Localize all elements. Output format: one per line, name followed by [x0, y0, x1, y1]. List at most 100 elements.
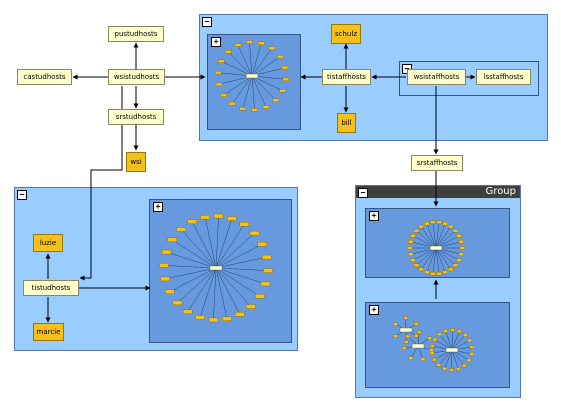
tistud-cluster-leaf [235, 312, 245, 317]
expand-toggle[interactable]: + [369, 211, 379, 221]
group-bottom-cluster-c-leaf [420, 357, 426, 361]
tistud-cluster-edge [215, 267, 260, 297]
node-tistudhosts[interactable]: tistudhosts [23, 280, 79, 296]
group-bottom-cluster-a-leaf [450, 328, 455, 332]
tistud-cluster-edge [164, 265, 217, 269]
group-top-cluster-edge [421, 247, 437, 270]
tistud-cluster-leaf [246, 304, 256, 309]
tistaff-cluster-leaf [282, 77, 290, 82]
node-luzie[interactable]: luzie [33, 234, 63, 252]
node-pustudhosts[interactable]: pustudhosts [108, 26, 164, 42]
group-top-cluster-leaf [418, 267, 424, 272]
group-top-cluster-leaf [424, 221, 430, 226]
tistud-cluster-edge [215, 256, 267, 269]
group-top-cluster-leaf [430, 220, 436, 224]
node-wsistaffhosts[interactable]: wsistaffhosts [407, 69, 466, 85]
group-bottom-cluster-b-leaf [393, 322, 398, 326]
group-title: Group [356, 186, 520, 198]
group-top-cluster-edge [435, 226, 451, 249]
node-srstudhosts[interactable]: srstudhosts [108, 109, 164, 125]
node-srstaffhosts[interactable]: srstaffhosts [411, 155, 463, 171]
node-lsstaffhosts[interactable]: lsstaffhosts [476, 69, 531, 85]
tistaff-cluster-edge [221, 61, 253, 77]
group-top-cluster-leaf [407, 246, 413, 250]
group-top-cluster-edge [435, 223, 446, 249]
node-bill[interactable]: bill [337, 113, 356, 133]
group-bottom-cluster-a-leaf [437, 332, 442, 337]
tistud-cluster-leaf [263, 268, 273, 273]
collapse-toggle[interactable]: − [358, 188, 368, 198]
tistud-cluster-edge [215, 267, 268, 271]
group-cluster-bottom[interactable]: + [365, 302, 510, 388]
node-wsi[interactable]: wsi [126, 152, 146, 172]
tistud-cluster-leaf [167, 237, 178, 242]
node-wsistudhosts[interactable]: wsistudhosts [108, 69, 165, 85]
tistud-cluster-leaf [200, 214, 210, 220]
tistud-cluster-edge [215, 267, 252, 307]
group-top-cluster-leaf [436, 220, 442, 224]
node-marcie[interactable]: marcie [33, 323, 64, 341]
group-bottom-cluster-a-leaf [469, 352, 474, 356]
tistud-cluster-edge [213, 267, 217, 320]
group-bottom-cluster-c-leaf [401, 346, 407, 350]
group-bottom-cluster-b-hub [399, 327, 413, 333]
group-bottom-cluster-b-leaf [414, 334, 419, 338]
tistud-cluster-edge [180, 229, 217, 269]
tistaff-cluster-leaf [228, 101, 236, 106]
group-bottom-cluster-a-hub [445, 347, 459, 353]
group-bottom-cluster-a-edge [445, 330, 453, 351]
group-bottom-cluster-a-leaf [463, 333, 468, 337]
tistud-cluster-edge [215, 218, 233, 269]
group-bottom-cluster-a-leaf [430, 351, 435, 355]
group-bottom-cluster-a-edge [451, 349, 453, 370]
group-bottom-cluster-c-hub [411, 343, 425, 349]
node-tistaffhosts[interactable]: tistaffhosts [322, 69, 371, 85]
tistud-cluster-edge [204, 217, 217, 269]
group-bottom-cluster-c-leaf [408, 356, 414, 360]
node-schulz[interactable]: schulz [331, 24, 361, 44]
collapse-toggle[interactable]: − [17, 190, 27, 200]
group-bottom-cluster-b-leaf [393, 334, 398, 338]
expand-toggle[interactable]: + [211, 37, 221, 47]
tistud-cluster-edge [215, 267, 266, 285]
tistud-cluster-edge [172, 239, 217, 269]
group-bottom-cluster-b-leaf [404, 340, 409, 344]
expand-toggle[interactable]: + [153, 202, 163, 212]
group-bottom-cluster-a-edge [451, 349, 459, 370]
tistud-cluster-edge [215, 232, 255, 269]
tistud-cluster-edge [192, 221, 217, 269]
group-bottom-cluster-c-leaf [405, 334, 410, 339]
group-top-cluster-leaf [458, 240, 464, 244]
node-castudhosts[interactable]: castudhosts [17, 69, 72, 85]
tistaff-collapsed-cluster[interactable]: + [207, 34, 301, 130]
tistaff-cluster-leaf [214, 70, 222, 75]
group-bottom-cluster-a-leaf [432, 337, 438, 342]
group-cluster-top[interactable]: + [365, 208, 510, 278]
tistaff-cluster-leaf [262, 105, 270, 109]
tistud-cluster-edge [215, 267, 240, 315]
tistud-cluster-leaf [187, 219, 197, 224]
collapse-toggle[interactable]: − [202, 17, 212, 27]
group-top-cluster-edge [421, 226, 437, 249]
group-bottom-cluster-a-edge [451, 334, 466, 351]
tistud-cluster-leaf [257, 242, 267, 247]
tistud-cluster-edge [166, 251, 217, 269]
group-bottom-cluster-a-edge [444, 349, 453, 369]
group-bottom-cluster-a-leaf [462, 363, 467, 368]
tistaff-cluster-edge [237, 44, 253, 77]
tistaff-cluster-leaf [234, 43, 242, 47]
tistud-cluster-edge [215, 224, 245, 269]
group-bottom-cluster-b-leaf [403, 316, 408, 320]
group-top-cluster-leaf [448, 224, 454, 229]
group-top-cluster-leaf [424, 270, 430, 275]
group-bottom-cluster-a-edge [451, 349, 465, 366]
tistud-cluster-edge [165, 267, 217, 280]
group-top-cluster-edge [426, 223, 437, 249]
tistaff-cluster-edge [251, 75, 276, 101]
edge-wsistud-tistud [79, 86, 123, 281]
expand-toggle[interactable]: + [369, 305, 379, 315]
group-bottom-cluster-a-leaf [436, 363, 441, 367]
group-bottom-cluster-a-leaf [443, 329, 448, 333]
